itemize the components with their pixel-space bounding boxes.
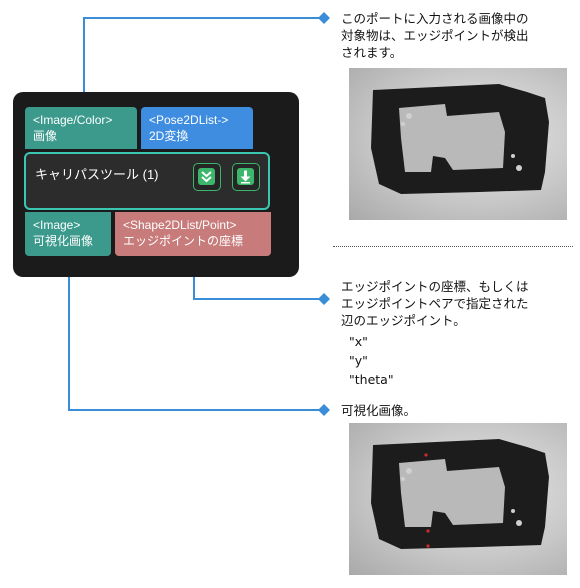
output-port-image-type: <Image> — [33, 218, 81, 232]
input-port-image-type: <Image/Color> — [33, 113, 113, 127]
annotation-line: 辺のエッジポイント。 — [341, 313, 466, 328]
input-port-pose-name: 2D変換 — [149, 129, 189, 143]
connector-output-image — [68, 255, 325, 411]
node-title: キャリパスツール (1) — [35, 167, 159, 182]
input-port-image-name: 画像 — [33, 129, 58, 143]
output-port-points-type: <Shape2DList/Point> — [123, 218, 237, 232]
annotation-line: 対象物は、エッジポイントが検出 — [341, 28, 529, 43]
output-port-points[interactable]: <Shape2DList/Point> エッジポイントの座標 — [115, 212, 271, 256]
field-y: "y" — [349, 353, 368, 368]
diamond-annotation-3 — [318, 404, 330, 416]
annotation-input-image: このポートに入力される画像中の 対象物は、エッジポイントが検出 されます。 — [341, 10, 529, 61]
download-button[interactable] — [232, 163, 260, 191]
edge-point-marker — [426, 544, 430, 548]
input-image-photo — [349, 68, 567, 220]
diamond-annotation-1 — [318, 12, 330, 24]
field-x: "x" — [349, 334, 368, 349]
connector-input-image — [83, 17, 325, 99]
edge-point-marker — [426, 529, 430, 533]
annotation-line: 可視化画像。 — [341, 403, 417, 418]
double-chevron-down-icon — [198, 168, 215, 185]
workpiece-visualization-image — [371, 439, 549, 549]
annotation-line: エッジポイントペアで指定された — [341, 296, 529, 311]
section-divider — [333, 246, 573, 247]
annotation-line: エッジポイントの座標、もしくは — [341, 279, 529, 294]
annotation-line: されます。 — [341, 45, 403, 60]
diamond-annotation-2 — [318, 293, 330, 305]
annotation-line: このポートに入力される画像中の — [341, 11, 529, 26]
node-body[interactable] — [24, 152, 270, 210]
point-field-list: "x" "y" "theta" — [349, 332, 394, 389]
workpiece-image — [371, 84, 549, 194]
field-theta: "theta" — [349, 372, 394, 387]
download-arrow-icon — [237, 168, 254, 185]
edge-point-marker — [424, 453, 428, 457]
input-port-pose[interactable]: <Pose2DList-> 2D変換 — [141, 107, 253, 149]
input-port-image[interactable]: <Image/Color> 画像 — [25, 107, 137, 149]
visualization-image-photo — [349, 423, 567, 575]
annotation-output-image: 可視化画像。 — [341, 402, 416, 419]
expand-button[interactable] — [193, 163, 221, 191]
output-port-image-name: 可視化画像 — [33, 234, 94, 248]
output-port-points-name: エッジポイントの座標 — [123, 234, 244, 248]
annotation-output-points: エッジポイントの座標、もしくは エッジポイントペアで指定された 辺のエッジポイン… — [341, 278, 529, 329]
output-port-image[interactable]: <Image> 可視化画像 — [25, 212, 111, 256]
input-port-pose-type: <Pose2DList-> — [149, 113, 229, 127]
